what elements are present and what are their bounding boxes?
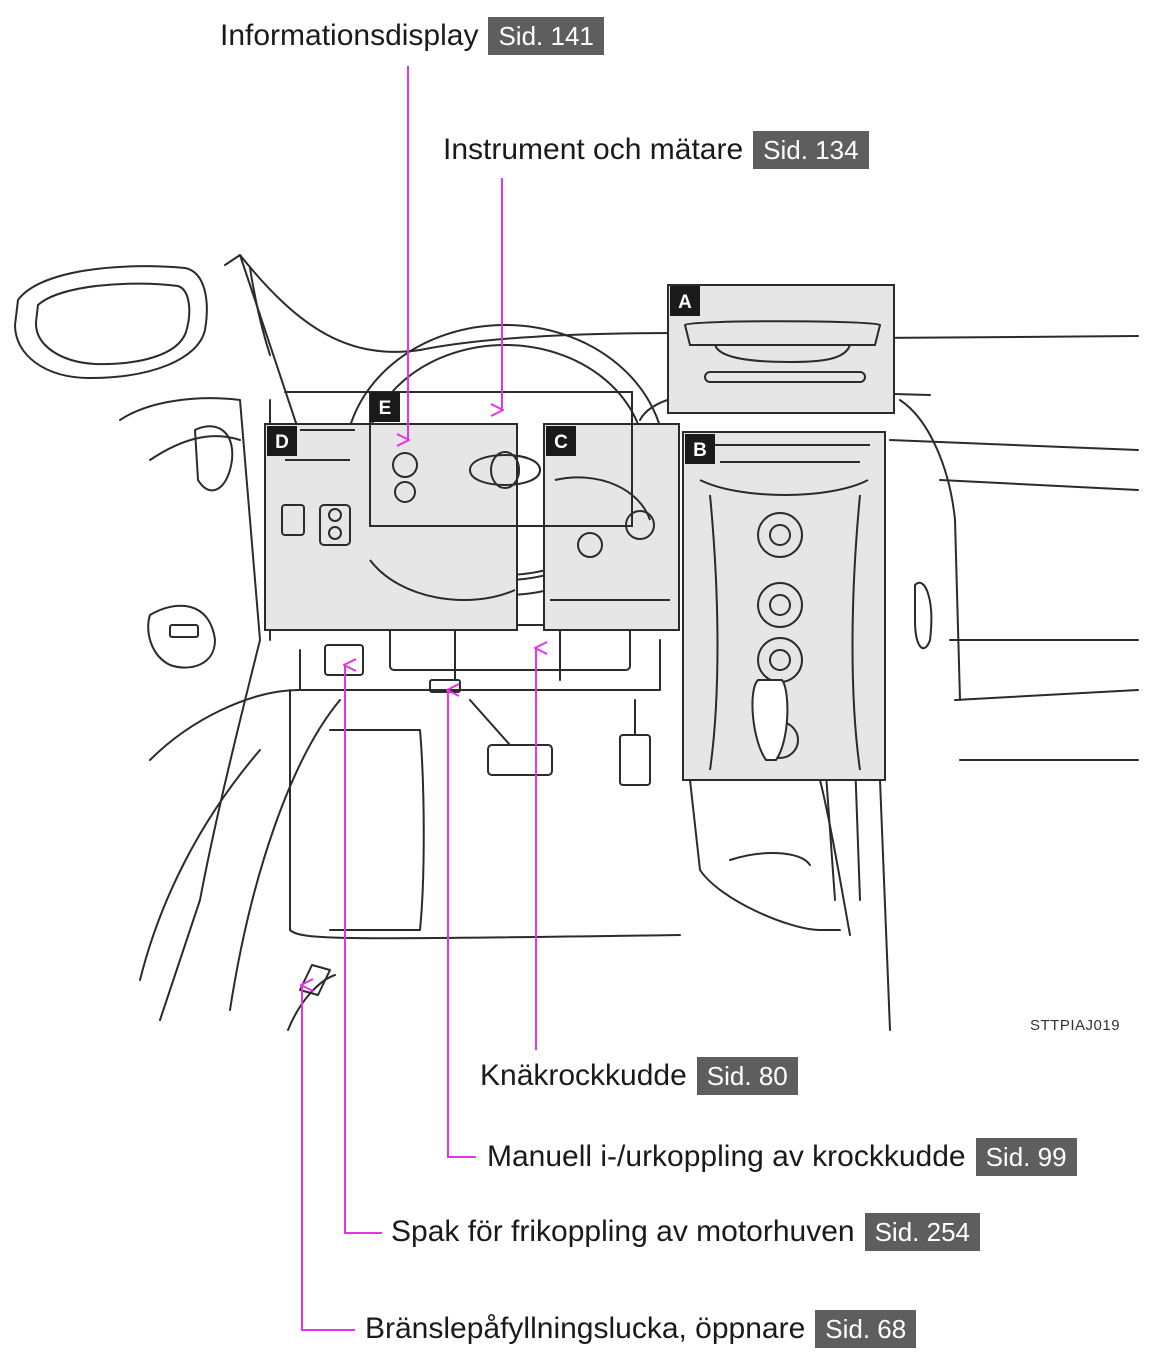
callout-spak-motorhuven: Spak för frikoppling av motorhuven Sid. … bbox=[391, 1212, 980, 1252]
page-badge: Sid. 134 bbox=[753, 131, 869, 169]
box-label-d: D bbox=[267, 426, 297, 456]
window-switch bbox=[147, 604, 216, 669]
svg-text:C: C bbox=[554, 432, 568, 453]
svg-text:B: B bbox=[693, 440, 707, 461]
leader-airbag bbox=[448, 690, 476, 1158]
callout-knakrockkudde: Knäkrockkudde Sid. 80 bbox=[480, 1056, 798, 1096]
svg-text:D: D bbox=[275, 432, 289, 453]
box-label-a: A bbox=[670, 286, 700, 316]
callout-instrument-och-matare: Instrument och mätare Sid. 134 bbox=[443, 130, 869, 170]
box-label-c: C bbox=[546, 426, 576, 456]
airbag-switch bbox=[429, 679, 461, 693]
leader-fuel bbox=[302, 985, 355, 1331]
accelerator-pedal bbox=[619, 734, 651, 786]
svg-text:A: A bbox=[678, 292, 692, 313]
callout-branslepafyllningslucka: Bränslepåfyllningslucka, öppnare Sid. 68 bbox=[365, 1309, 917, 1349]
box-label-b: B bbox=[685, 434, 715, 464]
image-code: STTPIAJ019 bbox=[1030, 1017, 1121, 1034]
callout-manuell-urkoppling: Manuell i-/urkoppling av krockkudde Sid.… bbox=[487, 1137, 1077, 1177]
page-badge: Sid. 68 bbox=[815, 1310, 917, 1348]
page-badge: Sid. 80 bbox=[696, 1057, 798, 1095]
brake-pedal bbox=[487, 744, 553, 776]
inset-a bbox=[667, 284, 895, 414]
callout-label: Bränslepåfyllningslucka, öppnare bbox=[365, 1312, 806, 1345]
door-handle bbox=[194, 425, 234, 492]
page-badge: Sid. 254 bbox=[864, 1213, 980, 1251]
box-label-e: E bbox=[370, 392, 400, 422]
callout-label: Knäkrockkudde bbox=[480, 1059, 687, 1092]
page-badge: Sid. 141 bbox=[488, 17, 604, 55]
leader-hood bbox=[345, 665, 382, 1234]
page-badge: Sid. 99 bbox=[975, 1138, 1077, 1176]
callout-label: Instrument och mätare bbox=[443, 133, 744, 166]
callout-label: Informationsdisplay bbox=[220, 19, 479, 52]
callout-label: Spak för frikoppling av motorhuven bbox=[391, 1215, 855, 1248]
right-door-handle bbox=[914, 582, 933, 650]
callout-label: Manuell i-/urkoppling av krockkudde bbox=[487, 1140, 966, 1173]
callout-informationsdisplay: Informationsdisplay Sid. 141 bbox=[220, 16, 604, 56]
fuel-opener bbox=[299, 964, 331, 996]
side-mirror bbox=[14, 265, 208, 379]
svg-text:E: E bbox=[379, 398, 392, 419]
